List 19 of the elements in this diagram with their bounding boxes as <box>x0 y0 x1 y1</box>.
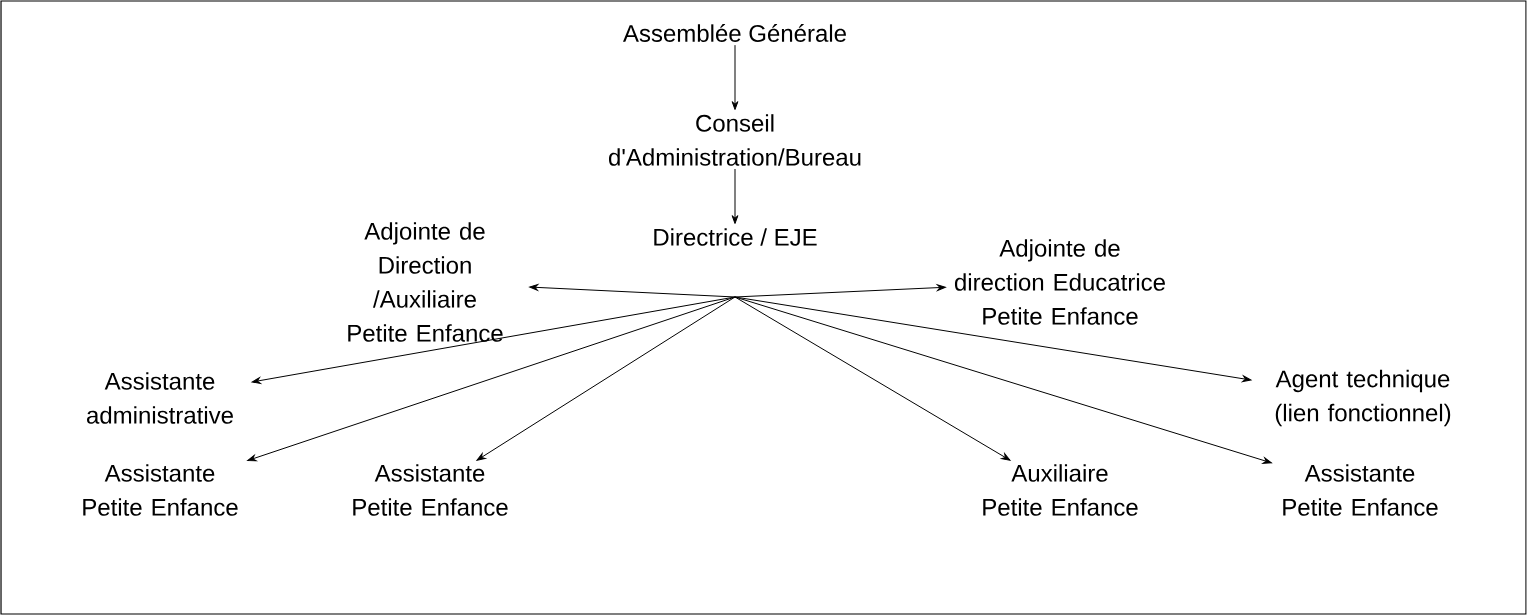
arrow <box>476 296 736 461</box>
position-label: Conseil d'Administration/Bureau <box>609 114 861 166</box>
position-label: Assistante administrative <box>87 372 233 424</box>
position-label: Assistante Petite Enfance <box>1283 464 1438 516</box>
position-label: Assistante Petite Enfance <box>353 464 508 516</box>
arrow <box>734 296 1011 461</box>
arrow <box>734 284 946 298</box>
position-label: Adjointe de direction Educatrice Petite Enfance <box>954 239 1165 325</box>
arrow <box>734 296 1272 464</box>
arrow <box>731 168 739 224</box>
position-label: Assistante Petite Enfance <box>83 464 238 516</box>
position-label: Assemblée Générale <box>623 24 846 42</box>
arrow <box>731 44 739 110</box>
position-label: Agent technique (lien fonctionnel) <box>1275 369 1451 427</box>
arrow <box>247 296 736 462</box>
position-label: Directrice / EJE <box>654 228 817 246</box>
position-label: Adjointe de Direction /Auxiliaire Petite Enfance <box>348 222 503 342</box>
arrow <box>529 284 736 298</box>
position-label: Auxiliaire Petite Enfance <box>983 464 1138 516</box>
